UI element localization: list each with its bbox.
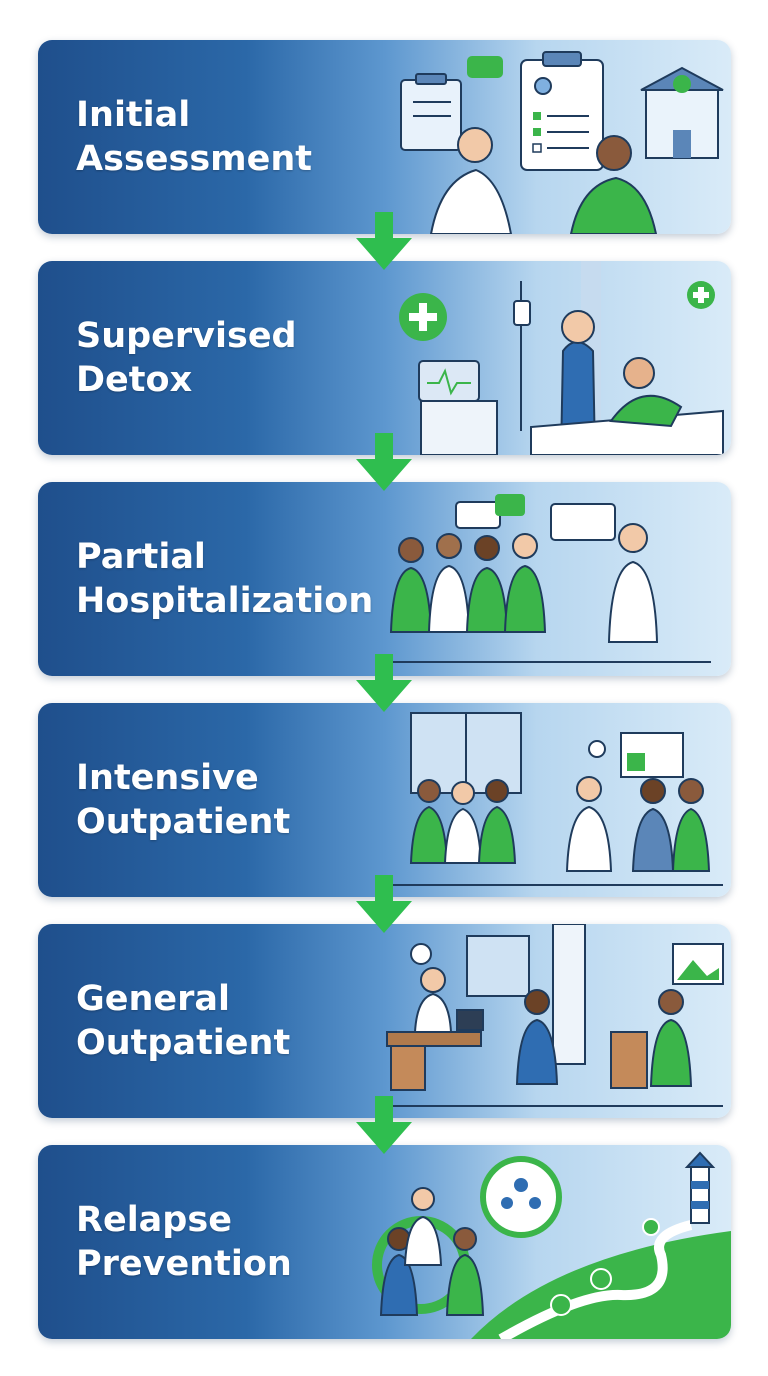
stage-title: Intensive Outpatient [76, 756, 406, 844]
support-path-lighthouse-icon [372, 1151, 731, 1339]
stage-title: Partial Hospitalization [76, 535, 406, 623]
stage-card-partial-hospitalization: Partial Hospitalization [38, 482, 731, 676]
stage-card-initial-assessment: Initial Assessment [38, 40, 731, 234]
down-arrow-icon [356, 654, 412, 712]
stage-title: General Outpatient [76, 977, 406, 1065]
stage-title-line1: Intensive [76, 758, 259, 798]
group-session-icon [381, 494, 711, 663]
stage-title-line2: Outpatient [76, 802, 291, 842]
stage-card-relapse-prevention: Relapse Prevention [38, 1145, 731, 1339]
stage-card-supervised-detox: Supervised Detox [38, 261, 731, 455]
down-arrow-icon [356, 212, 412, 270]
stage-title-line1: Supervised [76, 316, 297, 356]
down-arrow-icon [356, 875, 412, 933]
stage-card-general-outpatient: General Outpatient [38, 924, 731, 1118]
stage-title: Relapse Prevention [76, 1198, 406, 1286]
stage-title: Supervised Detox [76, 314, 406, 402]
down-arrow-icon [356, 433, 412, 491]
stage-title-line1: Partial [76, 537, 206, 577]
stage-title-line1: General [76, 979, 230, 1019]
stage-title-line1: Relapse [76, 1200, 232, 1240]
stage-title-line2: Hospitalization [76, 581, 374, 621]
stage-title-line2: Outpatient [76, 1023, 291, 1063]
stage-title-line2: Assessment [76, 139, 313, 179]
stage-title: Initial Assessment [76, 93, 406, 181]
group-therapy-icon [381, 712, 723, 886]
hospital-bed-icon [399, 261, 724, 455]
stage-title-line2: Detox [76, 360, 193, 400]
stage-card-intensive-outpatient: Intensive Outpatient [38, 703, 731, 897]
down-arrow-icon [356, 1096, 412, 1154]
stage-title-line2: Prevention [76, 1244, 292, 1284]
stage-title-line1: Initial [76, 95, 191, 135]
clipboard-consultation-icon [400, 51, 724, 234]
office-counseling-icon [381, 924, 724, 1107]
